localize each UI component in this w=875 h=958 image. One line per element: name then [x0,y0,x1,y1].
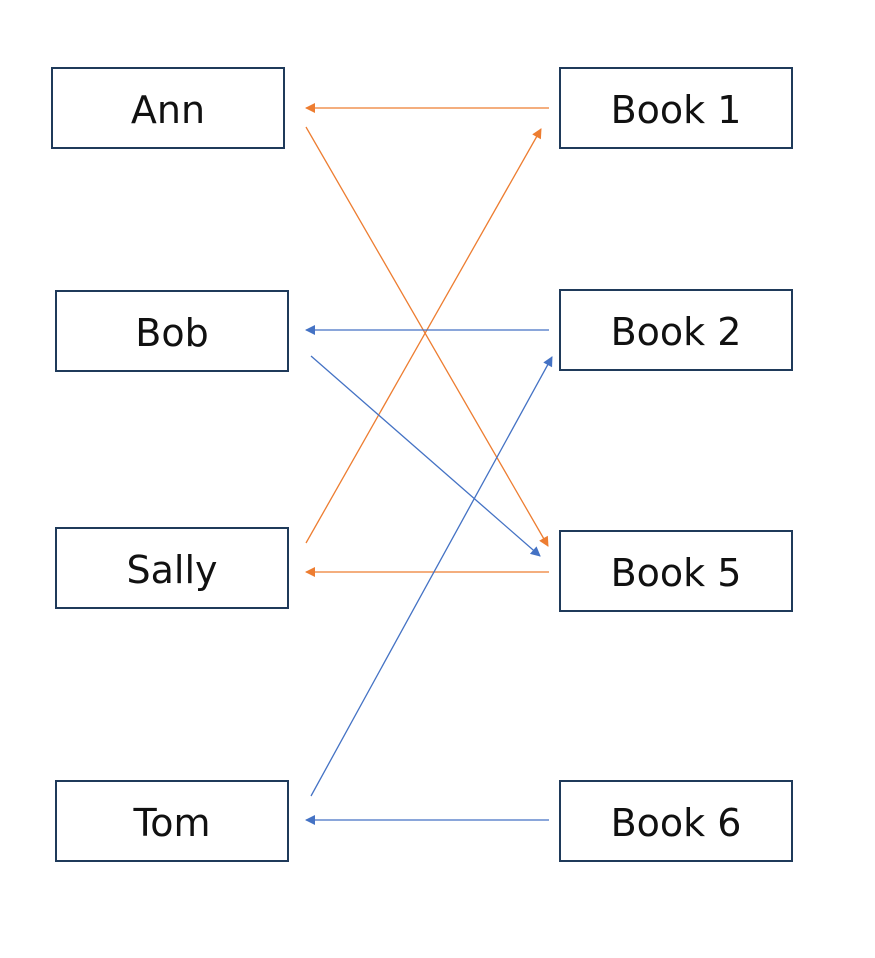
node-book1: Book 1 [559,67,793,149]
node-book5-label: Book 5 [611,551,742,595]
node-sally: Sally [55,527,289,609]
edge-sally-to-book1 [305,128,542,544]
node-bob-label: Bob [135,311,208,355]
node-book1-label: Book 1 [611,88,742,132]
edge-bob-to-book5 [310,355,541,557]
node-tom-label: Tom [132,801,210,845]
node-book1-box [559,67,793,149]
node-ann-label: Ann [131,88,205,132]
edge-ann-to-book5 [305,126,549,547]
node-tom: Tom [55,780,289,862]
node-bob-box [55,290,289,372]
node-book6-box [559,780,793,862]
node-ann: Ann [51,67,285,149]
node-book6: Book 6 [559,780,793,862]
node-ann-box [51,67,285,149]
node-sally-box [55,527,289,609]
edges-layer [305,103,553,825]
edge-tom-to-book2 [310,356,553,797]
node-book6-label: Book 6 [611,801,742,845]
node-tom-box [55,780,289,862]
node-book2-label: Book 2 [611,310,742,354]
node-book5: Book 5 [559,530,793,612]
node-book2-box [559,289,793,371]
node-book5-box [559,530,793,612]
node-sally-label: Sally [126,548,217,592]
node-book2: Book 2 [559,289,793,371]
node-bob: Bob [55,290,289,372]
